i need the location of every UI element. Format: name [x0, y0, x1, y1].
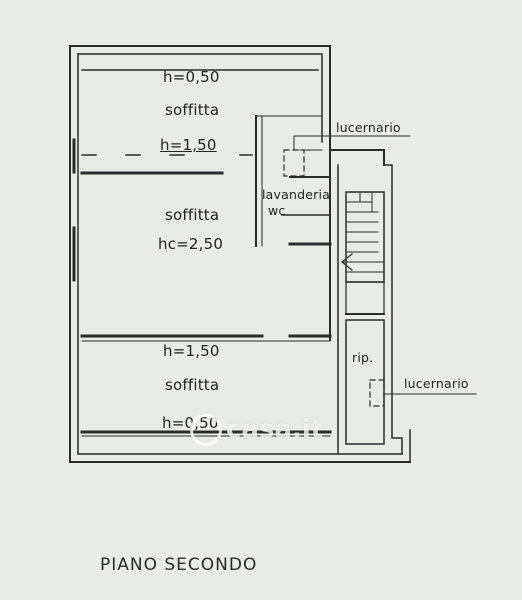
watermark-logo-icon	[190, 414, 222, 446]
laundry-wc-label: wc	[268, 203, 286, 218]
outer-wall-inner	[77, 53, 323, 143]
outer-wall	[69, 45, 385, 166]
watermark: casa.it	[190, 414, 323, 446]
outer-wall-right	[383, 164, 403, 455]
floor-title: PIANO SECONDO	[100, 555, 258, 575]
middle-room-ceiling-height: hc=2,50	[158, 235, 224, 253]
bottom-room-height-high: h=1,50	[163, 342, 220, 360]
top-room-name: soffitta	[165, 101, 220, 119]
middle-room-name: soffitta	[165, 206, 220, 224]
top-room-height-low: h=0,50	[163, 68, 220, 86]
storage-room-name: rip.	[352, 350, 374, 365]
outer-wall-left	[69, 45, 411, 463]
laundry-room-name: lavanderia	[262, 187, 331, 202]
top-room-height-high: h=1,50	[160, 136, 217, 154]
outer-wall-left-inner	[77, 53, 403, 455]
skylight-label-top: lucernario	[336, 120, 401, 135]
skylight-label-bottom: lucernario	[404, 376, 469, 391]
bottom-room-name: soffitta	[165, 376, 220, 394]
